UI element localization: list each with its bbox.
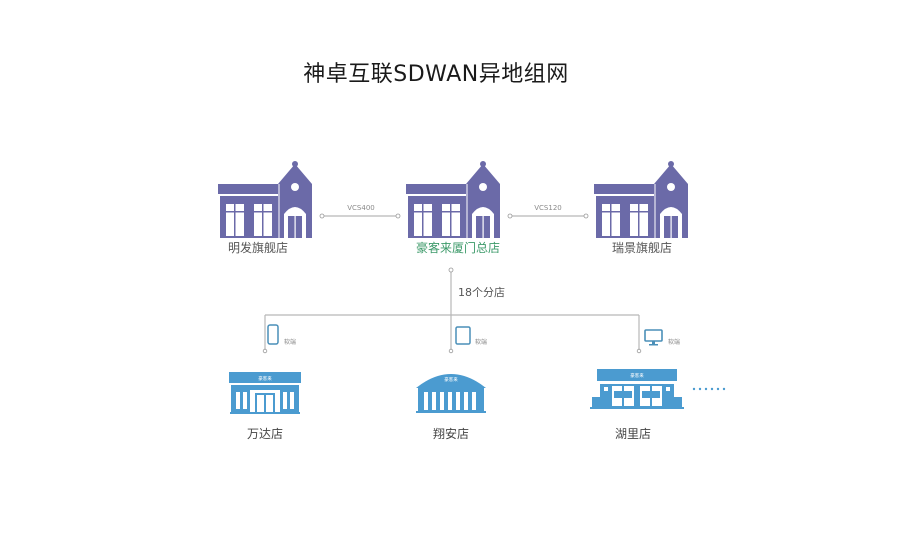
store-building-huli: 豪客来 [590, 369, 684, 409]
link-node [262, 348, 268, 354]
store-label-huli: 湖里店 [614, 427, 651, 441]
hq-building-mingfa [217, 160, 313, 239]
diagram-title-text: 神卓互联SDWAN异地组网 [303, 62, 569, 87]
hq-building-haokelai [405, 160, 501, 239]
church-store-icon [593, 160, 689, 239]
store-building-wanda: 豪客来 [229, 372, 301, 414]
link-node [448, 267, 454, 273]
branch-count-label: 18个分店 [458, 286, 505, 299]
store-building-xiangan: 豪客来 [416, 374, 486, 413]
phone-icon [267, 324, 279, 345]
church-store-icon [405, 160, 501, 239]
store-sign: 豪客来 [444, 376, 458, 383]
link-node [583, 213, 589, 219]
link-node [636, 348, 642, 354]
device-label: 软端 [475, 339, 488, 346]
store-sign: 豪客来 [630, 372, 644, 379]
monitor-icon [644, 329, 663, 346]
diagram-title: 神卓互联SDWAN异地组网 [0, 56, 900, 88]
link-node [319, 213, 325, 219]
link-node [448, 348, 454, 354]
tablet-icon [455, 326, 471, 345]
link-node [395, 213, 401, 219]
hq-building-ruijing [593, 160, 689, 239]
link-mingfa-haokelai [319, 213, 401, 219]
store-label-wanda: 万达店 [246, 427, 283, 441]
church-store-icon [217, 160, 313, 239]
hq-label-haokelai: 豪客来厦门总店 [415, 241, 500, 255]
store-label-xiangan: 翔安店 [432, 427, 469, 441]
link-label-vcs400: VCS400 [347, 204, 375, 212]
store-sign: 豪客来 [258, 375, 272, 382]
device-label: 软端 [284, 339, 297, 346]
hq-label-mingfa: 明发旗舰店 [227, 241, 288, 255]
link-node [507, 213, 513, 219]
branch-trunk [262, 267, 642, 354]
link-haokelai-ruijing [507, 213, 589, 219]
device-label: 软端 [668, 339, 681, 346]
hq-label-ruijing: 瑞景旗舰店 [611, 241, 672, 255]
more-stores-indicator [692, 387, 726, 391]
link-label-vcs120: VCS120 [534, 204, 562, 212]
